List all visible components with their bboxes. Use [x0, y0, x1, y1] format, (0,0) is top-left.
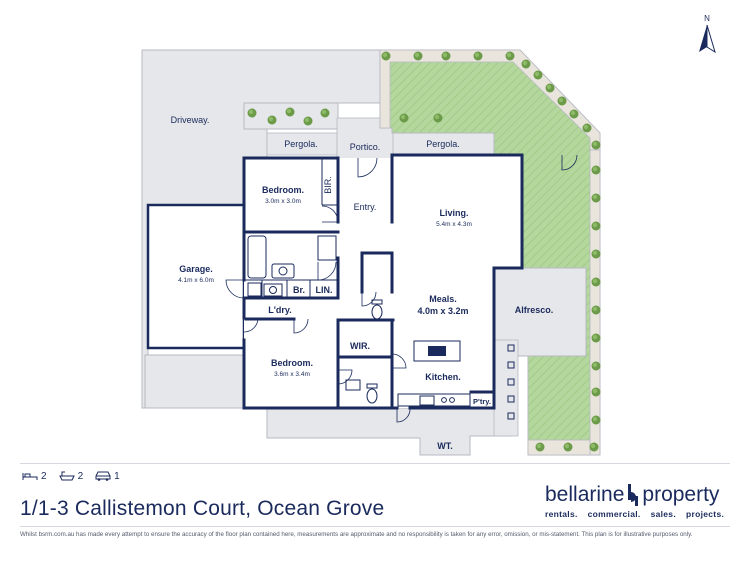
brand-logo: bellarine property rentals. commercial. … — [545, 483, 725, 519]
tag-projects: projects. — [686, 509, 725, 519]
bedroom1-dim: 3.0m x 3.0m — [265, 198, 301, 205]
lawn — [379, 49, 601, 456]
garage-outline — [146, 203, 246, 350]
wt-label: WT. — [437, 441, 453, 451]
alfresco-posts — [507, 344, 515, 420]
tag-sales: sales. — [650, 509, 676, 519]
bathrooms-count: 2 — [77, 470, 84, 482]
meals-label: Meals. — [429, 294, 457, 304]
footer-rule-bottom — [20, 526, 730, 527]
tag-rentals: rentals. — [545, 509, 578, 519]
bedroom1-label: Bedroom. — [262, 185, 304, 195]
pantry-label: P'try. — [473, 397, 491, 406]
meals-dim: 4.0m x 3.2m — [417, 306, 468, 316]
pergola-left-label: Pergola. — [284, 139, 318, 149]
fixtures — [247, 180, 523, 407]
property-specs: 2 2 1 — [22, 470, 120, 482]
listing-address: 1/1-3 Callistemon Court, Ocean Grove — [20, 497, 385, 520]
house-floor — [244, 155, 522, 408]
brand-name-right: property — [642, 483, 720, 506]
bed-icon — [22, 473, 38, 480]
living-label: Living. — [440, 208, 469, 218]
brand-mark-icon — [628, 484, 639, 506]
alfresco-label: Alfresco. — [515, 305, 554, 315]
lin-label: LIN. — [316, 285, 333, 295]
bedroom2-label: Bedroom. — [271, 358, 313, 368]
driveway-label: Driveway. — [171, 115, 210, 125]
kitchen-label: Kitchen. — [425, 372, 461, 382]
brand-name-left: bellarine — [545, 483, 625, 506]
bedrooms-count: 2 — [41, 470, 47, 482]
paving — [141, 49, 587, 456]
cars-count: 1 — [114, 470, 120, 482]
walls — [242, 153, 524, 410]
laundry-label: L'dry. — [268, 305, 291, 315]
entry-label: Entry. — [354, 202, 377, 212]
pergola-right-label: Pergola. — [426, 139, 460, 149]
spec-bedrooms: 2 — [22, 470, 47, 482]
garage-label: Garage. — [179, 264, 213, 274]
brand-tagline: rentals. commercial. sales. projects. — [545, 509, 725, 519]
floor-plan: Driveway. Pergola. Portico. Pergola. Bed… — [141, 14, 716, 456]
tag-commercial: commercial. — [587, 509, 641, 519]
br-label: Br. — [293, 285, 305, 295]
wir-label: WIR. — [350, 341, 370, 351]
bir-label: BIR. — [323, 176, 333, 194]
disclaimer-text: Whilst bsrm.com.au has made every attemp… — [20, 531, 693, 538]
bedroom2-dim: 3.6m x 3.4m — [274, 371, 310, 378]
spec-bathrooms: 2 — [58, 470, 84, 482]
footer-rule-top — [20, 463, 730, 464]
doors — [225, 154, 578, 423]
living-dim: 5.4m x 4.3m — [436, 221, 472, 228]
spec-cars: 1 — [95, 470, 120, 482]
bath-icon — [58, 471, 75, 481]
car-icon — [95, 471, 111, 481]
portico-label: Portico. — [350, 142, 381, 152]
garage-dim: 4.1m x 6.0m — [178, 277, 214, 284]
north-arrow-icon: N — [699, 14, 716, 54]
north-label: N — [704, 14, 710, 23]
